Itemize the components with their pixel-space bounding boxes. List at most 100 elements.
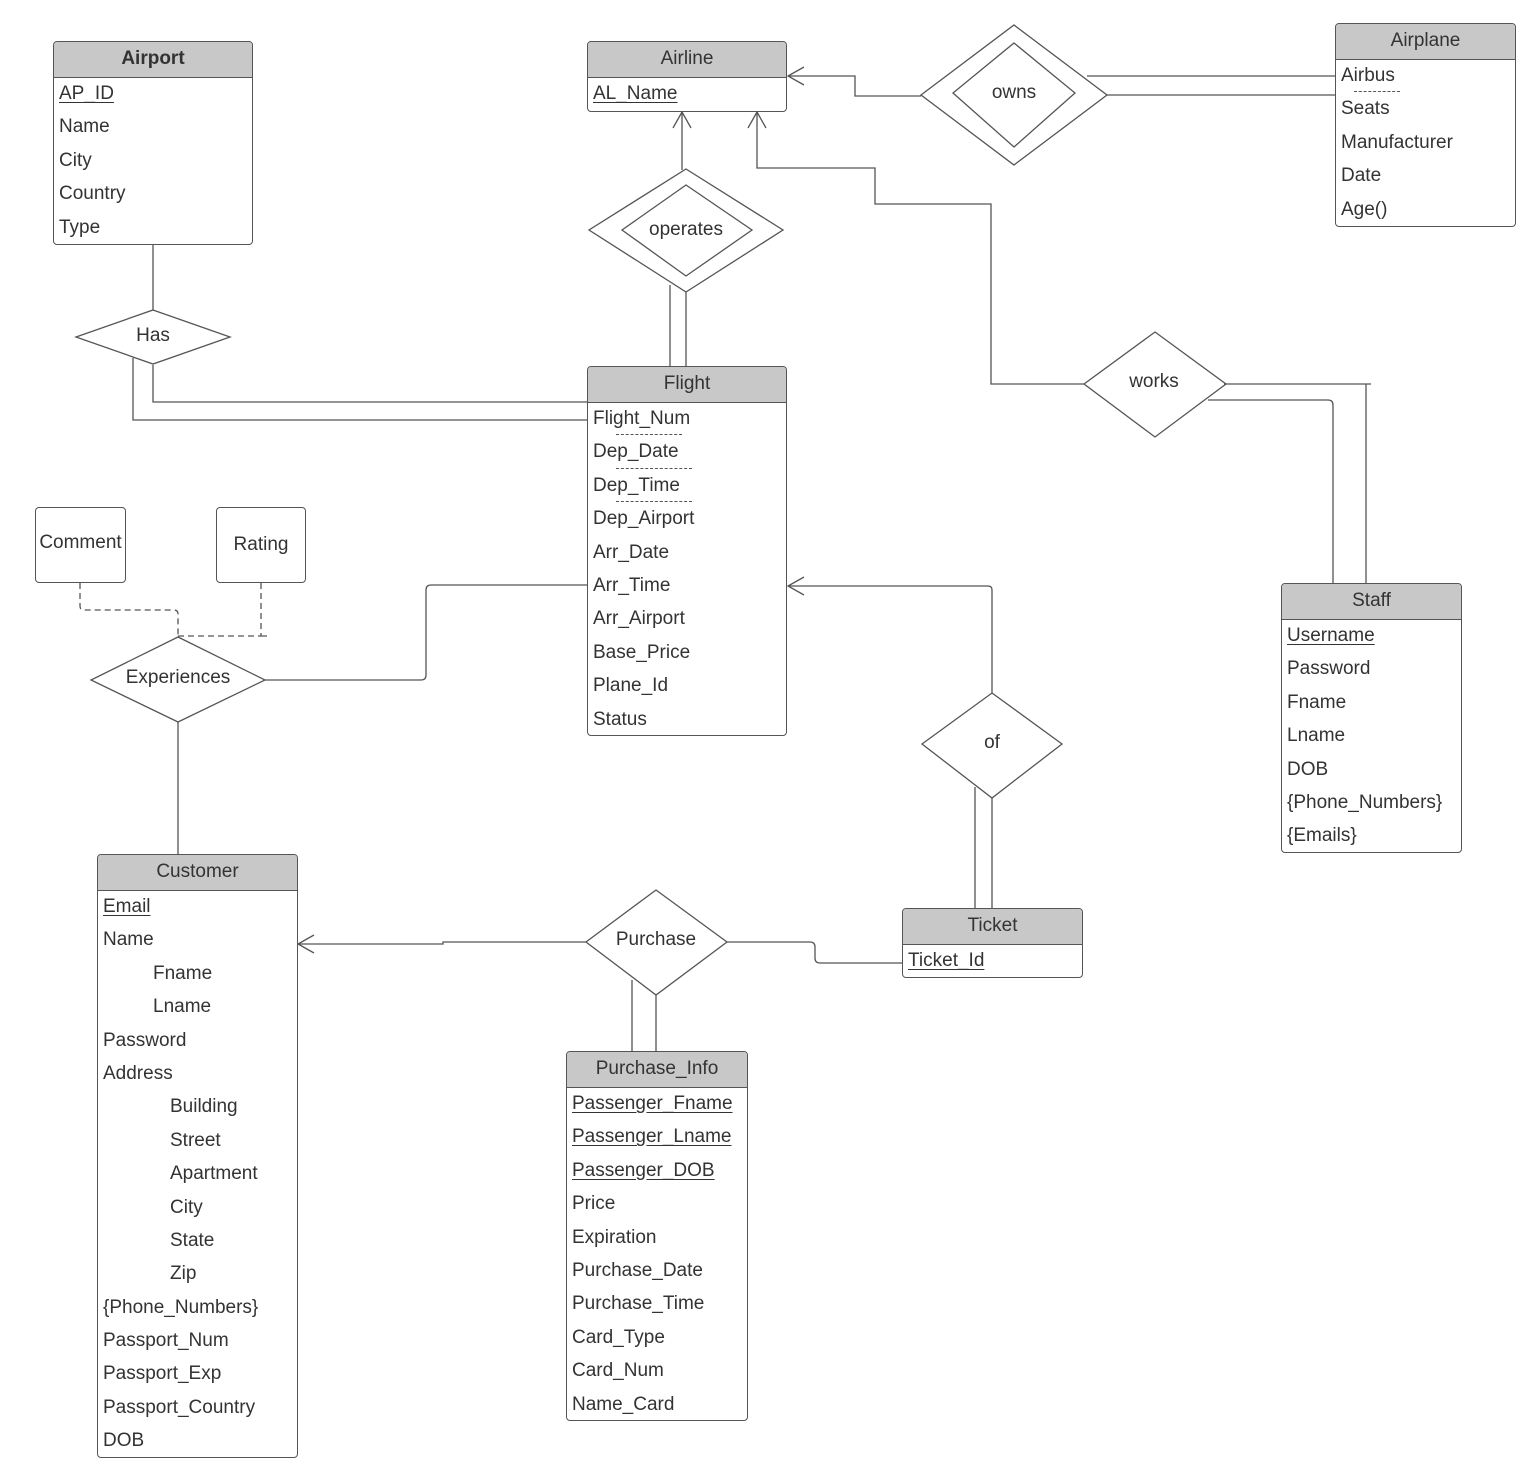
customer-attr-state: State [170, 1229, 215, 1251]
staff-attr-fname: Fname [1287, 691, 1347, 713]
airplane-attr-airbus: Airbus [1336, 61, 1515, 94]
experiences-flight-line [265, 584, 587, 681]
flight-entity: Flight Flight_Num Dep_Date Dep_Time Dep_… [587, 366, 787, 736]
has-diamond [74, 309, 232, 365]
staff-attr-username: Username [1287, 625, 1375, 646]
comment-dashed-line [79, 583, 179, 637]
has-flight-line-1 [152, 365, 587, 403]
airline-attr-al-name: AL_Name [593, 83, 678, 104]
has-flight-line-2 [132, 358, 587, 421]
flight-attr-dep-airport: Dep_Airport [593, 508, 695, 530]
customer-attr-address: Address [103, 1062, 173, 1084]
purchase-info-attr-passenger-lname: Passenger_Lname [572, 1126, 732, 1148]
works-diamond [1082, 331, 1228, 438]
airport-attr-type: Type [59, 216, 101, 238]
flight-attr-dep-time: Dep_Time [588, 471, 786, 504]
owns-label: owns [991, 82, 1037, 103]
customer-attr-passport-country: Passport_Country [103, 1396, 256, 1418]
airline-title: Airline [588, 42, 786, 78]
of-flight-arrow [786, 576, 805, 596]
of-diamond [920, 692, 1064, 799]
purchase-info-attr-name-card: Name_Card [572, 1393, 675, 1415]
airline-entity: Airline AL_Name [587, 41, 787, 112]
customer-attr-email: Email [103, 896, 151, 917]
airport-title: Airport [54, 42, 252, 78]
owns-airline-line [788, 75, 921, 97]
purchase-info-attr-purchase-date: Purchase_Date [572, 1259, 703, 1281]
customer-attr-lname: Lname [153, 996, 212, 1018]
staff-entity: Staff Username Password Fname Lname DOB … [1281, 583, 1462, 853]
customer-attr-phone-numbers: {Phone_Numbers} [103, 1296, 259, 1318]
works-staff-line-1 [1224, 383, 1371, 584]
airplane-attr-manufacturer: Manufacturer [1341, 131, 1453, 153]
rating-attribute: Rating [216, 507, 306, 583]
airport-attr-city: City [59, 149, 92, 171]
purchase-info-attr-purchase-time: Purchase_Time [572, 1293, 705, 1315]
staff-attr-emails: {Emails} [1287, 825, 1357, 847]
airport-attr-name: Name [59, 116, 110, 138]
works-airline-arrow [747, 110, 767, 129]
flight-attr-status: Status [593, 708, 647, 730]
works-label: works [1129, 371, 1179, 392]
operates-label: operates [649, 219, 723, 240]
flight-attr-flight-num: Flight_Num [588, 404, 786, 437]
of-flight-line [788, 585, 993, 693]
customer-attr-building: Building [170, 1096, 238, 1118]
airport-attr-country: Country [59, 183, 126, 205]
staff-title: Staff [1282, 584, 1461, 620]
airplane-title: Airplane [1336, 24, 1515, 60]
flight-attr-arr-airport: Arr_Airport [593, 608, 685, 630]
airplane-attr-age: Age() [1341, 198, 1388, 220]
works-staff-line-2 [1208, 399, 1334, 584]
experiences-diamond [89, 636, 267, 723]
airplane-attr-seats: Seats [1341, 98, 1390, 120]
purchase-info-attr-card-type: Card_Type [572, 1326, 665, 1348]
customer-title: Customer [98, 855, 297, 891]
operates-airline-arrow [672, 110, 692, 129]
operates-diamond-inner [620, 184, 754, 277]
flight-attr-arr-time: Arr_Time [593, 574, 671, 596]
purchase-ticket-line [727, 941, 903, 964]
customer-attr-zip: Zip [170, 1263, 197, 1285]
purchase-label: Purchase [615, 929, 697, 950]
flight-title: Flight [588, 367, 786, 403]
customer-attr-passport-num: Passport_Num [103, 1330, 229, 1352]
customer-attr-name: Name [103, 929, 154, 951]
ticket-attr-ticket-id: Ticket_Id [908, 950, 985, 971]
comment-attribute: Comment [35, 507, 126, 583]
rating-label: Rating [233, 534, 289, 555]
owns-diamond-inner [951, 42, 1077, 148]
customer-attr-passport-exp: Passport_Exp [103, 1363, 222, 1385]
airport-entity: Airport AP_ID Name City Country Type [53, 41, 253, 245]
purchase-customer-arrow [296, 934, 315, 954]
purchase-info-attr-passenger-dob: Passenger_DOB [572, 1159, 715, 1181]
ticket-title: Ticket [903, 909, 1082, 945]
staff-attr-phone-numbers: {Phone_Numbers} [1287, 791, 1443, 813]
purchase-info-entity: Purchase_Info Passenger_Fname Passenger_… [566, 1051, 748, 1421]
customer-entity: Customer Email Name Fname Lname Password… [97, 854, 298, 1458]
comment-label: Comment [39, 532, 122, 553]
customer-attr-apartment: Apartment [170, 1163, 258, 1185]
airplane-entity: Airplane Airbus Seats Manufacturer Date … [1335, 23, 1516, 227]
purchase-info-attr-expiration: Expiration [572, 1226, 657, 1248]
flight-attr-plane-id: Plane_Id [593, 675, 669, 697]
purchase-info-attr-price: Price [572, 1193, 616, 1215]
ticket-entity: Ticket Ticket_Id [902, 908, 1083, 978]
customer-attr-dob: DOB [103, 1430, 145, 1452]
has-label: Has [136, 325, 170, 346]
purchase-customer-line [298, 941, 586, 945]
flight-attr-dep-date: Dep_Date [588, 437, 786, 470]
purchase-info-attr-passenger-fname: Passenger_Fname [572, 1093, 733, 1114]
operates-diamond-outer [587, 168, 785, 293]
owns-airline-arrow [786, 66, 805, 86]
experiences-label: Experiences [125, 667, 231, 688]
customer-attr-password: Password [103, 1029, 187, 1051]
staff-attr-dob: DOB [1287, 758, 1329, 780]
staff-attr-password: Password [1287, 658, 1371, 680]
customer-attr-street: Street [170, 1129, 221, 1151]
works-airline-line [756, 112, 1085, 385]
staff-attr-lname: Lname [1287, 725, 1346, 747]
customer-attr-fname: Fname [153, 962, 213, 984]
flight-attr-base-price: Base_Price [593, 641, 691, 663]
